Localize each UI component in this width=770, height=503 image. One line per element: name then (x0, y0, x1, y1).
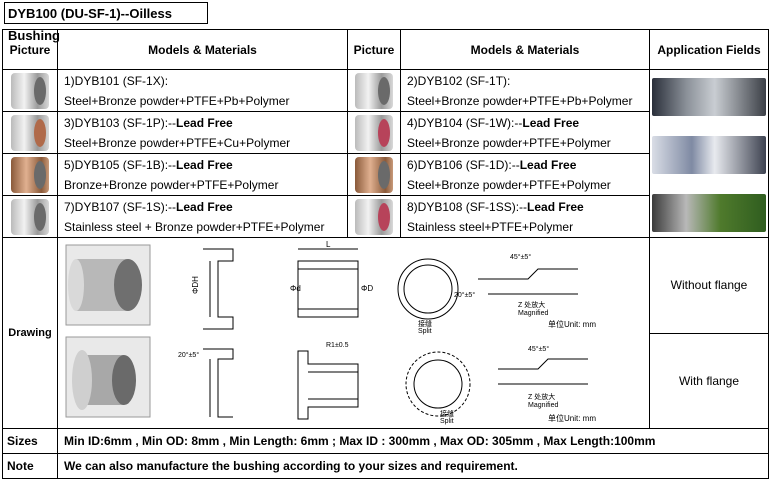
svg-text:接缝: 接缝 (418, 319, 432, 328)
lead-free-label: Lead Free (527, 199, 584, 214)
svg-text:Magnified: Magnified (528, 402, 558, 409)
sizes-text: Min ID:6mm , Min OD: 8mm , Min Length: 6… (57, 428, 769, 454)
material-cell: 1)DYB101 (SF-1X): Steel+Bronze powder+PTF… (57, 69, 348, 112)
material-text: Stainless steel + Bronze powder+PTFE+Pol… (64, 219, 325, 234)
header-models-right: Models & Materials (400, 29, 650, 70)
model-name: 6)DYB106 (SF-1D):-- (407, 157, 520, 172)
picture-cell (347, 195, 401, 238)
lead-free-label: Lead Free (176, 157, 233, 172)
application-image-motor (652, 78, 766, 116)
svg-text:接缝: 接缝 (440, 409, 454, 418)
material-text: Bronze+Bronze powder+PTFE+Polymer (64, 177, 279, 192)
ring-view-flanged: 接缝 Split (405, 351, 471, 425)
housing-section-plain: ΦDH (191, 248, 234, 330)
header-picture-left: Picture (2, 29, 58, 70)
housing-section-flanged: 20°±5° (178, 348, 234, 418)
bushing-thumbnail (11, 156, 49, 193)
with-flange-label: With flange (649, 332, 769, 429)
magnified-detail-flanged: 45°±5° Z 处放大 Magnified 单位Unit: mm (498, 345, 596, 423)
svg-text:20°±5°: 20°±5° (454, 291, 475, 299)
picture-cell (2, 153, 58, 196)
material-text: Stainless steel+PTFE+Polymer (407, 219, 574, 234)
page-title: DYB100 (DU-SF-1)--Oilless Bushing (4, 2, 208, 43)
bushing-thumbnail (11, 114, 49, 151)
spec-table: Picture Models & Materials Picture Model… (2, 29, 769, 479)
bushing-section-flanged: R1±0.5 (297, 342, 359, 420)
model-name: 2)DYB102 (SF-1T): (407, 73, 511, 88)
model-name: 5)DYB105 (SF-1B):-- (64, 157, 177, 172)
svg-text:45°±5°: 45°±5° (510, 253, 531, 261)
lead-free-label: Lead Free (176, 199, 233, 214)
picture-cell (347, 111, 401, 154)
material-text: Steel+Bronze powder+PTFE+Cu+Polymer (64, 135, 291, 150)
lead-free-label: Lead Free (522, 115, 580, 130)
svg-text:Split: Split (440, 418, 454, 425)
bushing-thumbnail (355, 156, 393, 193)
picture-cell (347, 153, 401, 196)
svg-text:Magnified: Magnified (518, 310, 548, 317)
header-application: Application Fields (649, 29, 769, 70)
svg-text:45°±5°: 45°±5° (528, 345, 549, 353)
photo-bushing-plain (65, 244, 151, 326)
svg-text:单位Unit: mm: 单位Unit: mm (548, 319, 596, 329)
ring-view-plain: 接缝 Split (397, 258, 459, 335)
svg-text:Z 处放大: Z 处放大 (518, 300, 545, 309)
svg-text:Φd: Φd (290, 284, 301, 293)
svg-text:L: L (326, 240, 331, 249)
sizes-label: Sizes (2, 428, 58, 454)
svg-text:Split: Split (418, 328, 432, 335)
bushing-thumbnail (11, 72, 49, 109)
svg-text:R1±0.5: R1±0.5 (326, 342, 349, 349)
svg-text:ΦDH: ΦDH (191, 276, 200, 294)
header-picture-right: Picture (347, 29, 401, 70)
model-name: 8)DYB108 (SF-1SS):-- (407, 199, 528, 214)
bushing-section-plain: L Φd ΦD (290, 240, 373, 318)
lead-free-label: Lead Free (176, 115, 233, 130)
material-text: Steel+Bronze powder+PTFE+Polymer (407, 177, 611, 192)
material-cell: 2)DYB102 (SF-1T): Steel+Bronze powder+PTF… (400, 69, 650, 112)
svg-text:20°±5°: 20°±5° (178, 351, 199, 359)
model-name: 7)DYB107 (SF-1S):-- (64, 199, 177, 214)
lead-free-label: Lead Free (519, 157, 577, 172)
note-label: Note (2, 453, 58, 479)
bushing-thumbnail (355, 198, 393, 235)
drawing-cell: ΦDH L Φd ΦD (57, 237, 650, 429)
picture-cell (347, 69, 401, 112)
application-fields-cell (649, 69, 769, 238)
svg-text:单位Unit: mm: 单位Unit: mm (548, 413, 596, 423)
picture-cell (2, 69, 58, 112)
model-name: 3)DYB103 (SF-1P):-- (64, 115, 177, 130)
bushing-thumbnail (355, 72, 393, 109)
svg-text:ΦD: ΦD (361, 284, 373, 293)
material-text: Steel+Bronze powder+PTFE+Polymer (407, 135, 611, 150)
application-image-vehicles (652, 194, 766, 232)
material-text: Steel+Bronze powder+PTFE+Pb+Polymer (64, 93, 290, 108)
note-text: We can also manufacture the bushing acco… (57, 453, 769, 479)
bushing-thumbnail (11, 198, 49, 235)
bushing-thumbnail (355, 114, 393, 151)
without-flange-label: Without flange (649, 237, 769, 334)
svg-text:Z 处放大: Z 处放大 (528, 392, 555, 401)
application-image-machine (652, 136, 766, 174)
drawing-label: Drawing (2, 237, 58, 429)
magnified-detail-plain: 45°±5° 20°±5° Z 处放大 Magnified 单位Unit: mm (454, 253, 596, 329)
material-text: Steel+Bronze powder+PTFE+Pb+Polymer (407, 93, 633, 108)
model-name: 4)DYB104 (SF-1W):-- (407, 115, 523, 130)
header-models-left: Models & Materials (57, 29, 348, 70)
picture-cell (2, 111, 58, 154)
photo-bushing-flanged (65, 336, 151, 418)
technical-drawing: ΦDH L Φd ΦD (65, 240, 596, 425)
model-name: 1)DYB101 (SF-1X): (64, 73, 169, 88)
picture-cell (2, 195, 58, 238)
